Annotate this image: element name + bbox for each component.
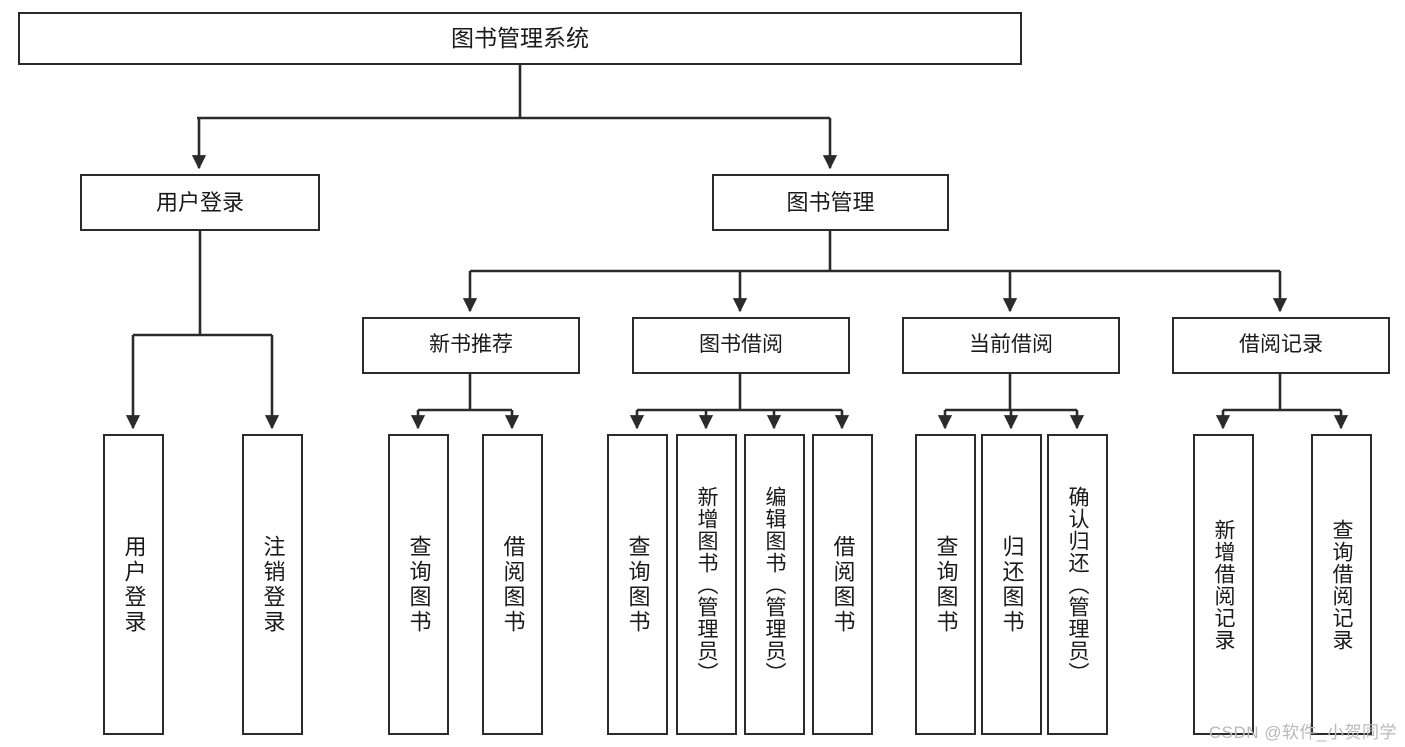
csdn-watermark: CSDN @软件_小贺同学 [1208, 723, 1397, 742]
leaf-logout[interactable]: 注销登录 [242, 434, 303, 735]
node-book-management[interactable]: 图书管理 [712, 174, 949, 231]
node-borrow-record[interactable]: 借阅记录 [1172, 317, 1390, 374]
leaf-label: 用户登录 [121, 534, 147, 635]
leaf-user-login[interactable]: 用户登录 [103, 434, 164, 735]
leaf-query-book-current[interactable]: 查询图书 [915, 434, 976, 735]
node-label: 图书管理系统 [451, 25, 589, 52]
leaf-label: 新增图书（管理员） [695, 485, 718, 684]
leaf-label: 新增借阅记录 [1212, 518, 1235, 651]
leaf-confirm-return-admin[interactable]: 确认归还（管理员） [1047, 434, 1108, 735]
node-label: 图书管理 [786, 189, 875, 215]
leaf-label: 借阅图书 [830, 534, 856, 635]
leaf-label: 归还图书 [999, 534, 1025, 635]
leaf-query-book-new[interactable]: 查询图书 [388, 434, 449, 735]
leaf-label: 查询图书 [625, 534, 651, 635]
leaf-label: 查询借阅记录 [1330, 518, 1353, 651]
node-user-login[interactable]: 用户登录 [80, 174, 320, 231]
node-new-book-recommend[interactable]: 新书推荐 [362, 317, 580, 374]
leaf-add-borrow-record[interactable]: 新增借阅记录 [1193, 434, 1254, 735]
node-label: 用户登录 [155, 189, 244, 215]
node-label: 借阅记录 [1239, 333, 1323, 357]
leaf-return-book[interactable]: 归还图书 [981, 434, 1042, 735]
node-book-borrow[interactable]: 图书借阅 [632, 317, 850, 374]
leaf-borrow-book[interactable]: 借阅图书 [812, 434, 873, 735]
node-label: 新书推荐 [429, 333, 513, 357]
leaf-query-book-borrow[interactable]: 查询图书 [607, 434, 668, 735]
leaf-label: 借阅图书 [500, 534, 526, 635]
leaf-label: 确认归还（管理员） [1066, 485, 1089, 684]
leaf-label: 编辑图书（管理员） [763, 485, 786, 684]
leaf-borrow-book-new[interactable]: 借阅图书 [482, 434, 543, 735]
leaf-query-borrow-record[interactable]: 查询借阅记录 [1311, 434, 1372, 735]
leaf-label: 查询图书 [933, 534, 959, 635]
leaf-edit-book-admin[interactable]: 编辑图书（管理员） [744, 434, 805, 735]
leaf-add-book-admin[interactable]: 新增图书（管理员） [676, 434, 737, 735]
leaf-label: 注销登录 [260, 534, 286, 635]
leaf-label: 查询图书 [406, 534, 432, 635]
node-label: 当前借阅 [969, 333, 1053, 357]
node-label: 图书借阅 [699, 333, 783, 357]
node-root-library-system[interactable]: 图书管理系统 [18, 12, 1022, 65]
node-current-borrow[interactable]: 当前借阅 [902, 317, 1120, 374]
